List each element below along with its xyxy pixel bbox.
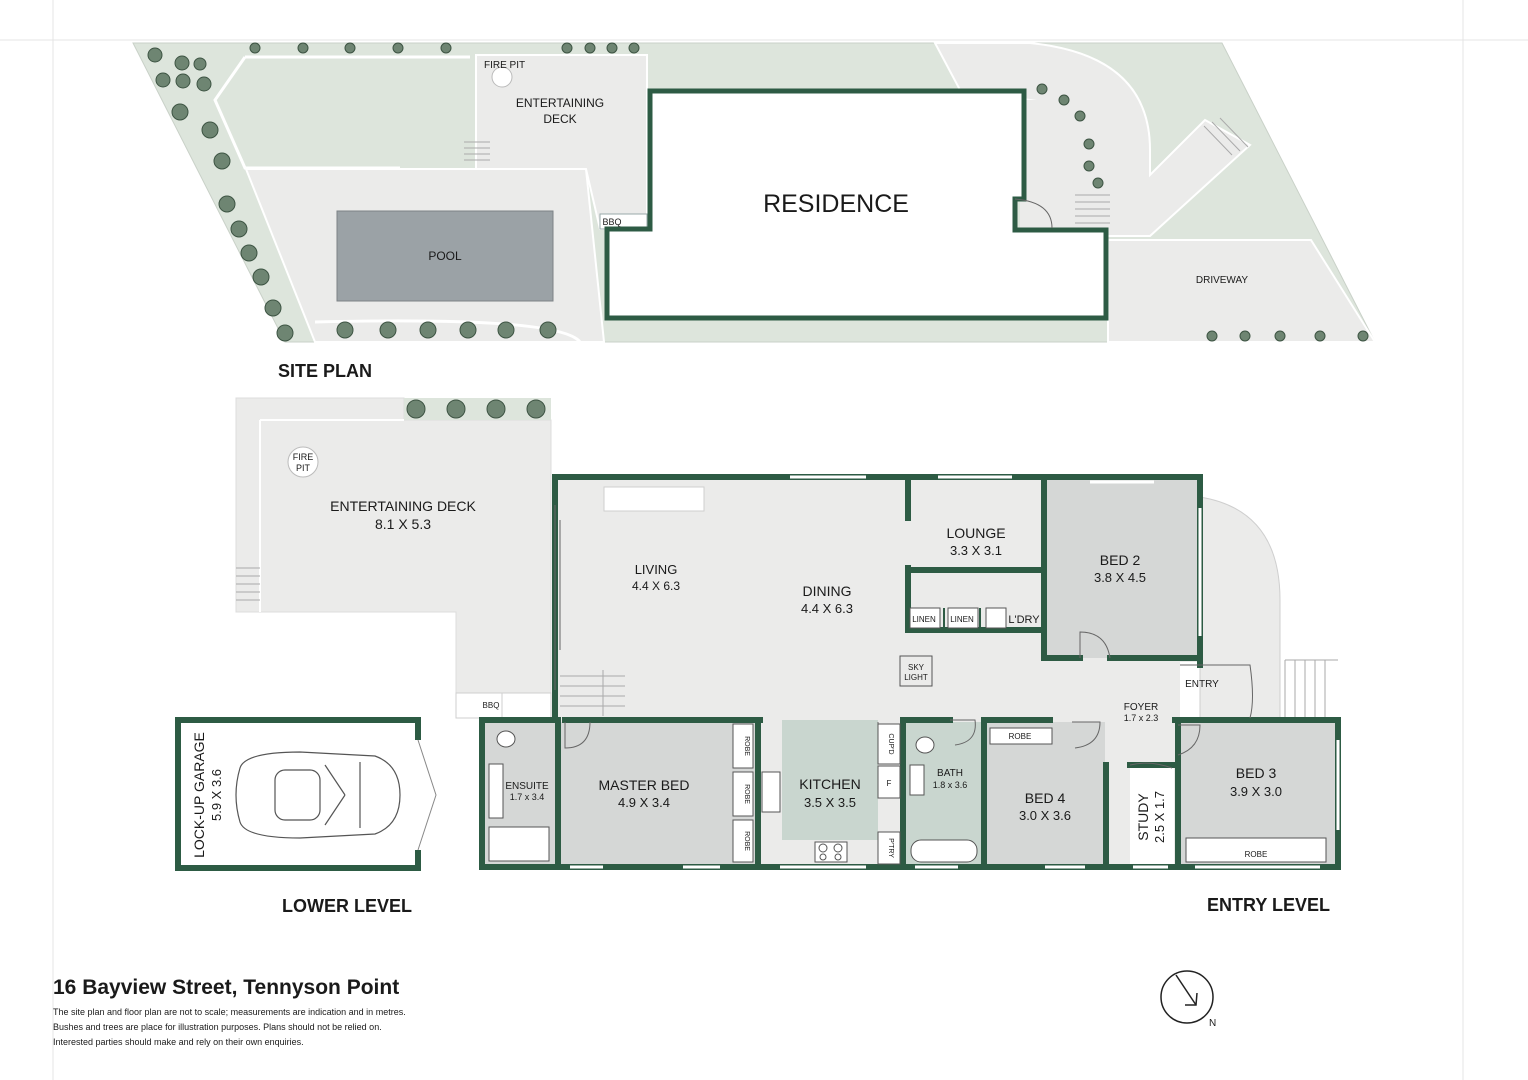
entertaining-deck [235,397,552,694]
study-size: 2.5 X 1.7 [1152,791,1167,843]
site-plan: FIRE PIT ENTERTAINING DECK RESIDENCE BBQ… [132,42,1377,381]
bed4-size: 3.0 X 3.6 [1019,808,1071,823]
bed4-name: BED 4 [1025,790,1066,806]
pit-label: PIT [296,463,311,473]
lounge-size: 3.3 X 3.1 [950,543,1002,558]
master-name: MASTER BED [598,777,689,793]
bed2-name: BED 2 [1100,552,1141,568]
garage-name: LOCK-UP GARAGE [191,732,207,858]
bath-size: 1.8 x 3.6 [933,780,968,790]
site-deck-label: DECK [543,112,576,126]
linen-label-1: LINEN [912,615,936,624]
robe-label-2: ROBE [743,784,750,804]
robe-label-1: ROBE [743,736,750,756]
site-bbq-label: BBQ [602,217,621,227]
sky-label: SKY [908,663,925,672]
linen-label-2: LINEN [950,615,974,624]
compass-icon [1160,970,1214,1024]
bed3-size: 3.9 X 3.0 [1230,784,1282,799]
fire-label: FIRE [293,452,314,462]
ensuite-name: ENSUITE [505,781,549,792]
deck-name: ENTERTAINING DECK [330,498,476,514]
fridge-label: F [887,779,892,788]
residence-outline [604,88,1109,321]
robe-bed4-label: ROBE [1009,732,1032,741]
foyer-name: FOYER [1124,702,1158,713]
residence-label: RESIDENCE [763,190,909,218]
deck-size: 8.1 X 5.3 [375,516,431,532]
dining-name: DINING [803,583,852,599]
site-trees [147,42,1369,342]
bed2-room [1044,480,1197,658]
kitchen-name: KITCHEN [799,776,860,792]
property-address: 16 Bayview Street, Tennyson Point [53,976,400,999]
driveway [1107,239,1377,343]
bed3-name: BED 3 [1236,765,1277,781]
bbq-label: BBQ [483,701,500,710]
pool-label: POOL [428,249,462,263]
ensuite-size: 1.7 x 3.4 [510,792,545,802]
master-room [559,722,755,865]
laundry-label: L'DRY [1008,614,1040,626]
lower-level-heading: LOWER LEVEL [282,896,412,916]
site-fire-pit-label: FIRE PIT [484,60,525,71]
robe-label-3: ROBE [743,831,750,851]
compass-north-label: N [1209,1018,1216,1029]
cupboard-label: CUP'D [887,733,894,754]
kitchen-size: 3.5 X 3.5 [804,795,856,810]
pool [336,210,554,302]
kitchen-zone [782,720,878,840]
living-name: LIVING [635,562,678,577]
robe-bed3-label: ROBE [1245,850,1268,859]
living-size: 4.4 X 6.3 [632,579,680,593]
bath-name: BATH [937,768,963,779]
entry-label: ENTRY [1185,679,1219,690]
disclaimer-line-3: Interested parties should make and rely … [53,1037,304,1047]
site-entertaining-label: ENTERTAINING [516,96,604,110]
entry-level-plan: N FIRE PIT ENTERTAINING DECK 8.1 X 5.3 L… [175,397,1341,1029]
entry-level-heading: ENTRY LEVEL [1207,895,1330,915]
garage-size: 5.9 X 3.6 [209,769,224,821]
master-size: 4.9 X 3.4 [618,795,670,810]
light-label: LIGHT [904,673,928,682]
bed2-size: 3.8 X 4.5 [1094,570,1146,585]
dining-size: 4.4 X 6.3 [801,601,853,616]
driveway-label: DRIVEWAY [1196,275,1249,286]
site-plan-heading: SITE PLAN [278,361,372,381]
disclaimer-line-2: Bushes and trees are place for illustrat… [53,1022,382,1032]
pantry-label: P'TRY [887,838,894,858]
study-name: STUDY [1135,793,1151,841]
lounge-name: LOUNGE [946,525,1005,541]
foyer-size: 1.7 x 2.3 [1124,713,1159,723]
disclaimer-line-1: The site plan and floor plan are not to … [53,1007,406,1017]
car-icon [235,751,401,839]
